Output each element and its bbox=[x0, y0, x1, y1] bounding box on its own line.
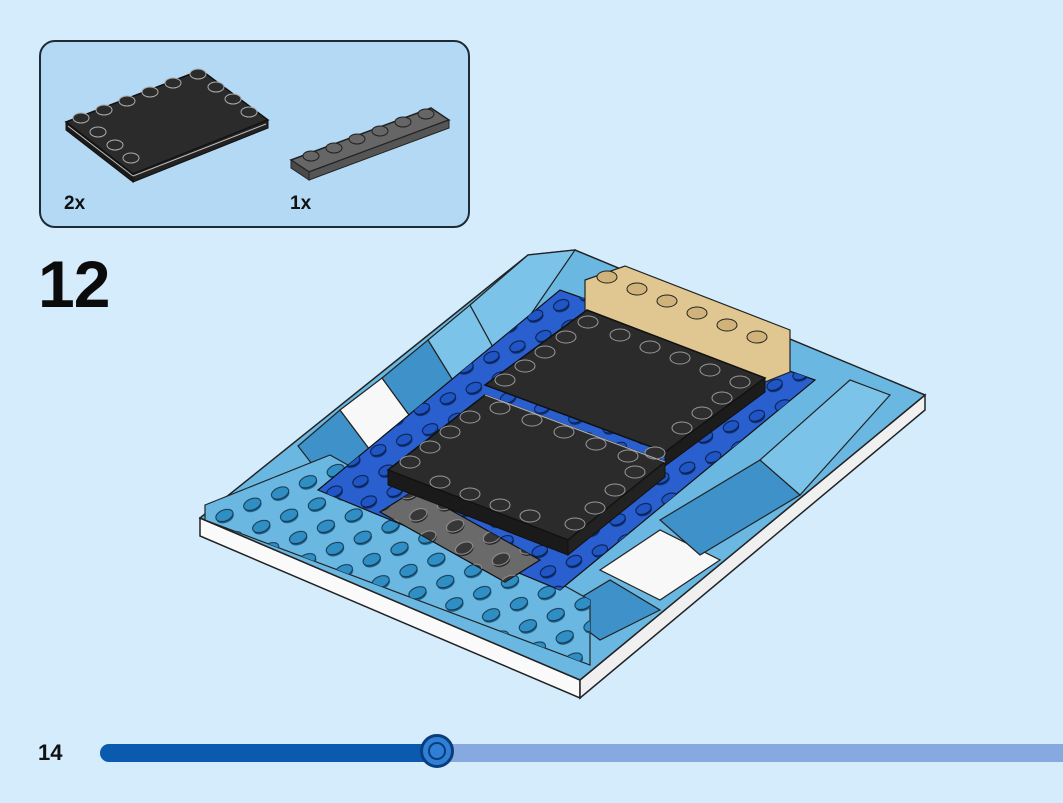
tan-tiles bbox=[584, 265, 791, 389]
model-illustration bbox=[198, 249, 927, 700]
step-number: 12 bbox=[38, 247, 110, 321]
light-blue-front-plates bbox=[204, 454, 591, 666]
part-quantity: 2x bbox=[64, 193, 86, 214]
black-4x6-plate-icon bbox=[64, 68, 270, 184]
progress-knob bbox=[420, 734, 455, 768]
progress-fill bbox=[100, 744, 438, 762]
parts-illustration bbox=[64, 68, 451, 184]
part-quantity: 1x bbox=[290, 193, 312, 214]
page-number: 14 bbox=[38, 740, 63, 765]
dark-gray-1x6-plate-icon bbox=[289, 107, 451, 181]
black-plates bbox=[386, 309, 767, 557]
dark-gray-plate bbox=[378, 489, 542, 583]
progress-bar bbox=[100, 734, 1063, 768]
parts-list-callout: 2x 1x bbox=[39, 40, 470, 228]
